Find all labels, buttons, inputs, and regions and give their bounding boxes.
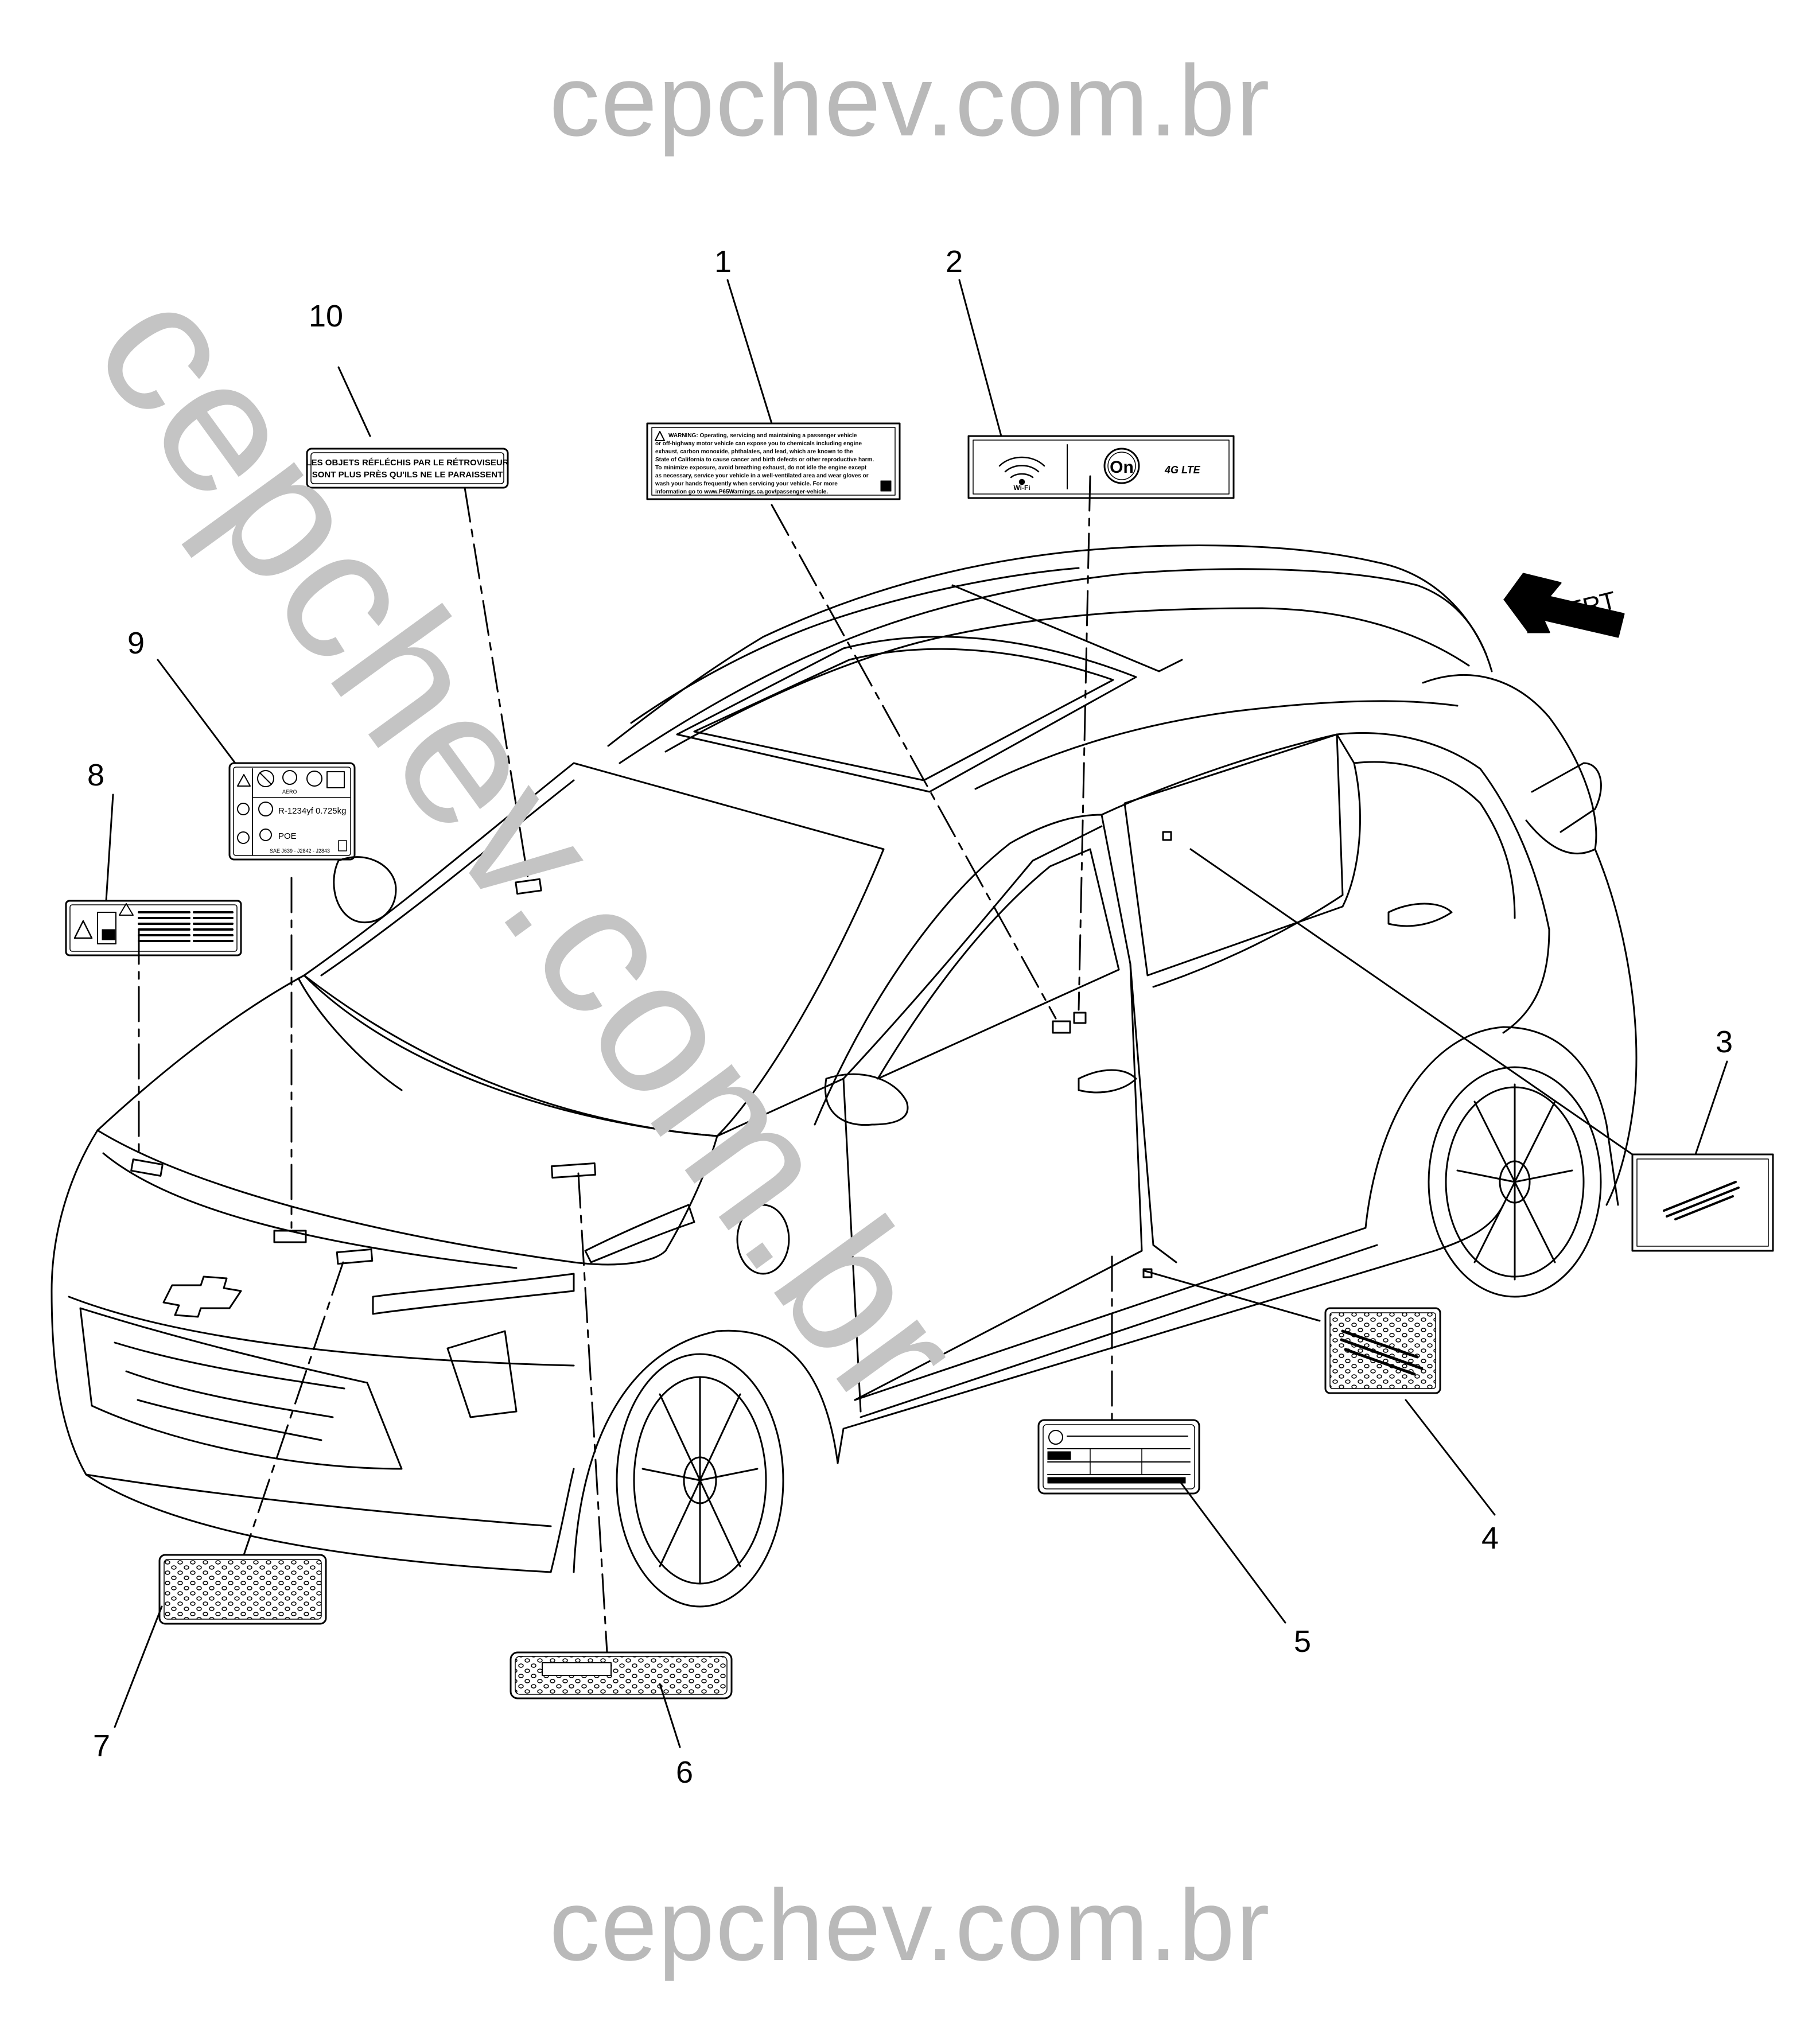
callout-4: 4 xyxy=(1481,1521,1499,1555)
callout-6: 6 xyxy=(676,1755,694,1790)
standard-label: SAE J639 - J2842 - J2843 xyxy=(270,848,330,854)
label-5-tire-placard xyxy=(1037,1419,1200,1495)
label-8 xyxy=(65,900,242,956)
watermark-bottom: cepchev.com.br xyxy=(549,1869,1271,1982)
label-7 xyxy=(158,1554,327,1625)
label-1-line-7: wash your hands frequently when servicin… xyxy=(655,481,838,487)
watermark-top: cepchev.com.br xyxy=(549,45,1271,157)
onstar-icon xyxy=(1103,448,1140,484)
lte-label: 4G LTE xyxy=(1164,464,1201,476)
label-1-line-3: exhaust, carbon monoxide, phthalates, an… xyxy=(655,449,853,455)
onstar-label: On xyxy=(1110,458,1134,477)
oil-label: POE xyxy=(278,831,297,841)
label-1-line-1: WARNING: Operating, servicing and mainta… xyxy=(668,433,857,439)
callout-1: 1 xyxy=(714,244,732,279)
label-10-mirror xyxy=(306,448,509,489)
label-1-text: WARNING: Operating, servicing and mainta… xyxy=(655,433,874,495)
wifi-icon xyxy=(998,456,1045,485)
label-1-line-8: information go to www.P65Warnings.ca.gov… xyxy=(655,489,828,495)
callout-3: 3 xyxy=(1716,1025,1733,1059)
label-10-line-2: SONT PLUS PRÈS QU'ILS NE LE PARAISSENT xyxy=(312,470,503,480)
dash-lines xyxy=(138,475,1113,1654)
label-1-line-4: State of California to cause cancer and … xyxy=(655,457,874,463)
label-4 xyxy=(1324,1307,1441,1394)
label-1-line-6: as necessary, service your vehicle in a … xyxy=(655,473,869,479)
vehicle-label-locations xyxy=(130,831,1172,1278)
label-9 xyxy=(228,762,356,861)
callout-8: 8 xyxy=(87,758,105,792)
callout-9: 9 xyxy=(127,626,145,660)
label-6 xyxy=(510,1651,733,1699)
wifi-label: Wi-Fi xyxy=(1013,484,1030,492)
label-3 xyxy=(1631,1153,1774,1252)
label-10-line-1: LES OBJETS RÉFLÉCHIS PAR LE RÉTROVISEUR xyxy=(306,458,508,468)
callout-5: 5 xyxy=(1294,1624,1312,1659)
label-1-warning xyxy=(646,422,901,500)
leader-lines xyxy=(105,279,1728,1748)
label-1-line-2: or off-highway motor vehicle can expose … xyxy=(655,441,862,447)
aero-label: AERO xyxy=(282,789,297,795)
vehicle-outline xyxy=(50,544,1638,1608)
callout-10: 10 xyxy=(309,299,344,333)
callout-7: 7 xyxy=(93,1729,111,1763)
label-1-line-5: To minimize exposure, avoid breathing ex… xyxy=(655,465,867,471)
callout-2: 2 xyxy=(946,244,963,279)
front-direction-arrow xyxy=(1502,573,1625,638)
label-2-wifi-onstar xyxy=(967,435,1235,499)
refrigerant-label: R-1234yf 0.725kg xyxy=(278,806,346,816)
